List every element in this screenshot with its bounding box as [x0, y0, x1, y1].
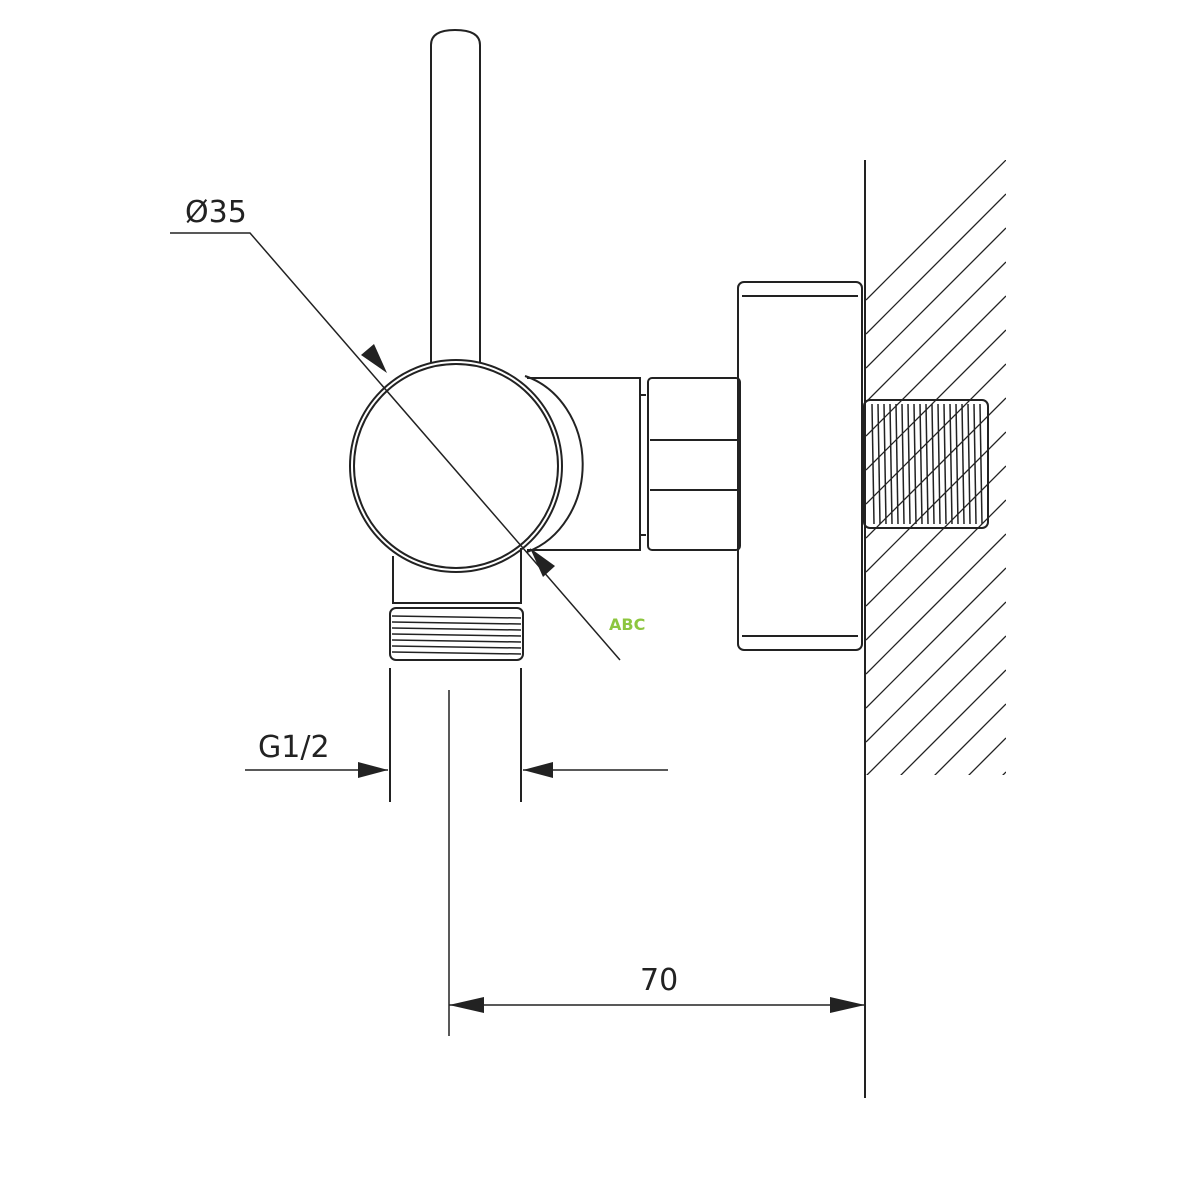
dim-arrow — [361, 344, 387, 373]
hatch-line — [866, 499, 1006, 641]
dim-arrow — [449, 997, 484, 1013]
dim-arrow — [358, 762, 388, 778]
thread-line — [955, 403, 959, 525]
hatch-line — [866, 295, 1006, 437]
hatch-line — [866, 227, 1006, 369]
hatch-line — [866, 567, 1006, 709]
thread-line — [943, 403, 947, 525]
hatch-line — [1002, 771, 1006, 775]
outlet-thread — [389, 607, 524, 661]
hatch-line — [866, 874, 1006, 1014]
thread-line — [967, 403, 971, 525]
thread-line — [895, 403, 899, 525]
hatch-line — [866, 329, 1006, 471]
thread-line — [919, 403, 923, 525]
hatch-line — [866, 465, 1006, 607]
hatch-line — [866, 635, 1006, 775]
hatch-line — [866, 908, 1006, 1048]
hatch-line — [968, 737, 1006, 775]
hatch-line — [866, 160, 1006, 301]
hatch-line — [866, 942, 1006, 1082]
hatch-line — [866, 431, 1006, 573]
wall-hatch — [866, 160, 1006, 1116]
thread-line — [937, 403, 941, 525]
hatch-line — [866, 533, 1006, 675]
thread-line — [889, 403, 893, 525]
hatch-line — [866, 261, 1006, 403]
hatch-line — [866, 363, 1006, 505]
thread-line — [961, 403, 965, 525]
dim-arrow — [530, 548, 555, 577]
thread-line — [949, 403, 953, 525]
hatch-line — [866, 601, 1006, 743]
outlet-neck — [392, 548, 522, 604]
projection-label: 70 — [640, 963, 679, 998]
dim-arrow — [523, 762, 553, 778]
hex-nut — [647, 377, 741, 551]
handle-lever — [430, 28, 481, 370]
thread-line — [901, 403, 905, 525]
thread-label: G1/2 — [258, 730, 330, 765]
thread-line — [907, 403, 911, 525]
thread-line — [871, 403, 875, 525]
hatch-line — [900, 669, 1006, 775]
connector-body — [527, 377, 641, 551]
hatch-line — [866, 193, 1006, 335]
thread-line — [913, 403, 917, 525]
hatch-line — [934, 703, 1006, 775]
hatch-line — [866, 976, 1006, 1116]
hatch-line — [866, 806, 1006, 946]
hatch-line — [866, 840, 1006, 980]
watermark: ABC — [609, 615, 646, 634]
hatch-line — [866, 397, 1006, 539]
wall-flange — [737, 281, 863, 651]
body-rear-arc — [524, 375, 584, 553]
thread-line — [973, 403, 977, 525]
thread-line — [883, 403, 887, 525]
diameter-label: Ø35 — [185, 195, 247, 230]
dim-arrow — [830, 997, 865, 1013]
valve-body-circle — [349, 359, 563, 573]
thread-line — [925, 403, 929, 525]
